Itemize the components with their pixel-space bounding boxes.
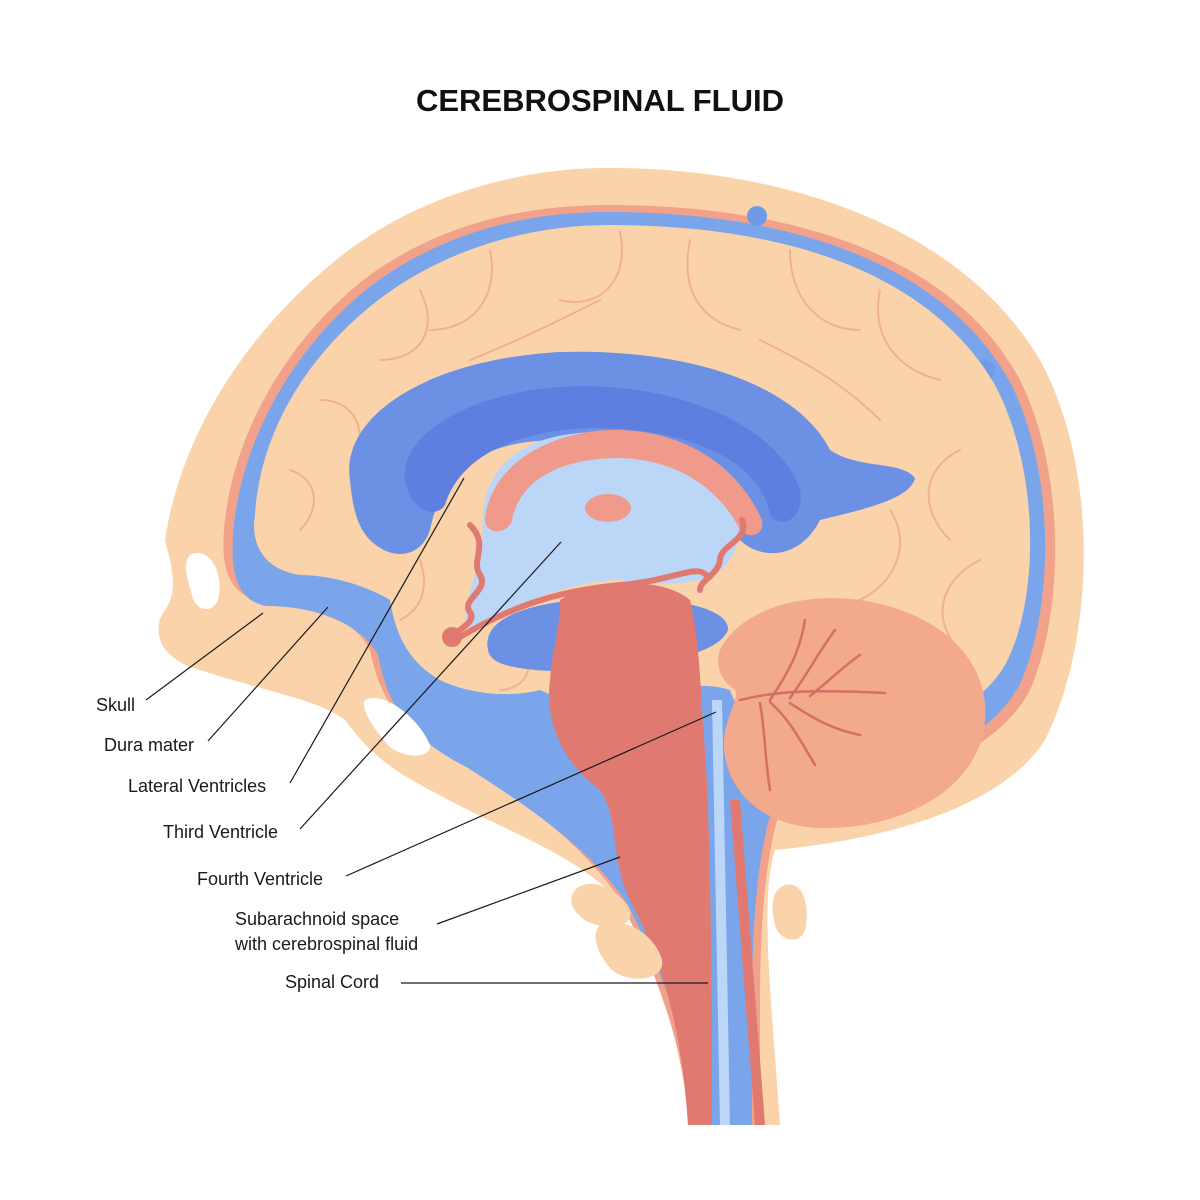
leader-subarachnoid xyxy=(436,856,621,925)
label-subarachnoid-line1: Subarachnoid space xyxy=(235,909,399,929)
arachnoid-granulation xyxy=(747,206,767,226)
arbor-vitae xyxy=(738,618,887,792)
leader-dura-mater xyxy=(207,606,329,742)
leader-lines xyxy=(145,477,717,984)
vertebra-blob xyxy=(571,883,631,927)
spinal-dura-strip xyxy=(730,800,765,1125)
gyri-lines xyxy=(289,231,981,691)
choroid-plexus-left xyxy=(451,522,485,643)
leader-third-ventricle xyxy=(299,541,562,830)
vertebra-blob xyxy=(595,922,663,979)
lateral-ventricle-inner xyxy=(404,386,801,522)
frontal-sinus xyxy=(186,553,220,610)
label-skull: Skull xyxy=(96,695,135,715)
central-canal xyxy=(712,700,730,1125)
leader-skull xyxy=(145,612,264,701)
sphenoid-sinus xyxy=(364,698,431,756)
choroid-plexus-right xyxy=(697,517,747,593)
label-spinal-cord: Spinal Cord xyxy=(285,972,379,992)
label-lateral-ventricles: Lateral Ventricles xyxy=(128,776,266,796)
cerebellum xyxy=(718,598,986,829)
label-dura-mater: Dura mater xyxy=(104,735,194,755)
label-fourth-ventricle: Fourth Ventricle xyxy=(197,869,323,889)
label-third-ventricle: Third Ventricle xyxy=(163,822,278,842)
interthalamic-adhesion xyxy=(585,494,631,522)
leader-fourth-ventricle xyxy=(345,711,717,877)
brainstem xyxy=(549,583,712,1125)
leader-lateral-ventricles xyxy=(289,477,465,784)
fornix-arch xyxy=(485,429,763,536)
vertebra-blob xyxy=(772,884,807,940)
label-subarachnoid-line2: with cerebrospinal fluid xyxy=(234,934,418,954)
diagram-title: CEREBROSPINAL FLUID xyxy=(416,83,784,118)
